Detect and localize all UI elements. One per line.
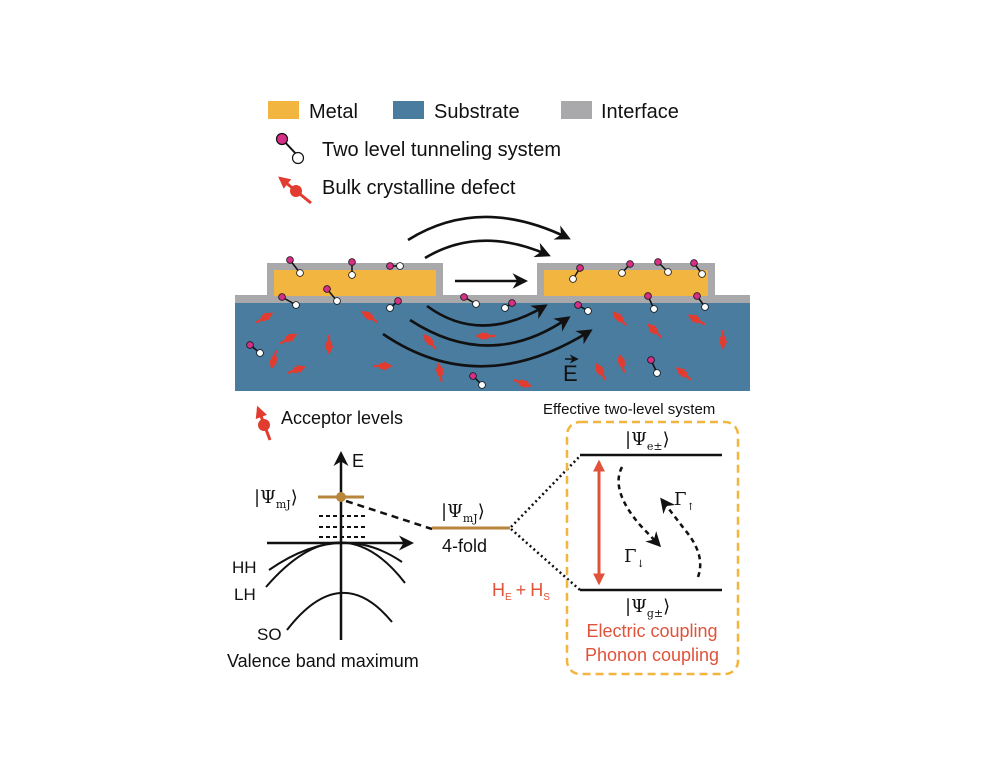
- field-line: [407, 215, 571, 242]
- hamiltonian-label: HE+HS: [492, 580, 550, 603]
- 4fold-state-label: |ΨmJ⟩: [441, 501, 485, 525]
- tls-defect: [386, 297, 402, 312]
- field-line: [424, 239, 551, 260]
- ground-state-label: |Ψg±⟩: [625, 596, 670, 620]
- tls-defect: [469, 372, 486, 389]
- tls-defect: [644, 292, 658, 313]
- bulk-defect: [361, 310, 379, 324]
- rate-up-label: Γ↑: [674, 489, 695, 513]
- tls-defect: [460, 293, 480, 308]
- bulk-defects: [255, 310, 728, 388]
- splitting-lines: [510, 455, 581, 591]
- device-cross-section: [235, 263, 750, 391]
- degenerate-level: |ΨmJ⟩ 4-fold: [432, 455, 581, 591]
- acceptor-levels-label: Acceptor levels: [281, 408, 403, 428]
- bulk-defect: [513, 378, 533, 388]
- bulk-defect: [324, 335, 334, 355]
- bulk-defect: [647, 323, 663, 339]
- legend-metal: Metal: [309, 101, 358, 123]
- tls-defect: [654, 258, 672, 276]
- defect-icon: [278, 176, 312, 205]
- bulk-defect: [255, 312, 274, 324]
- tls-box-title: Effective two-level system: [543, 401, 715, 418]
- bulk-defect: [287, 365, 307, 375]
- metal-swatch: [268, 101, 299, 119]
- tls-defect: [690, 259, 706, 278]
- bulk-defect: [595, 362, 607, 381]
- bulk-defect: [617, 353, 626, 373]
- tls-defect: [693, 292, 709, 311]
- bulk-defect: [718, 330, 728, 350]
- lh-band: [265, 541, 406, 588]
- tls-defect: [647, 356, 661, 377]
- acceptor-icon: [255, 405, 272, 441]
- phonon-coupling-label: Phonon coupling: [585, 645, 719, 665]
- tls-defect: [246, 341, 264, 357]
- two-level-system: Effective two-level system |Ψe±⟩ |Ψg±⟩ Γ…: [543, 401, 740, 676]
- tls-defect: [569, 264, 584, 283]
- tls-defects: [246, 256, 709, 389]
- band-label-hh: HH: [232, 558, 257, 577]
- tls-defect: [574, 301, 592, 315]
- excitation-arrow: [660, 497, 702, 578]
- tls-defect: [501, 299, 516, 312]
- band-diagram: E HH LH SO Valence band maximum |ΨmJ⟩: [227, 451, 433, 671]
- electric-field-lines: [382, 215, 593, 368]
- bulk-defect: [423, 333, 437, 350]
- electric-coupling-label: Electric coupling: [586, 621, 717, 641]
- acceptor-legend: Acceptor levels: [255, 405, 403, 441]
- legend: Metal Substrate Interface Two level tunn…: [268, 101, 679, 205]
- legend-tls: Two level tunneling system: [322, 139, 561, 161]
- legend-defect: Bulk crystalline defect: [322, 177, 516, 199]
- bulk-defect: [269, 350, 278, 370]
- interface-layer: [235, 295, 750, 303]
- tls-defect: [286, 256, 304, 277]
- acceptor-state-label: |ΨmJ⟩: [254, 487, 298, 511]
- so-band: [286, 591, 393, 631]
- tls-defect: [278, 293, 300, 309]
- field-line: [409, 316, 571, 347]
- band-diagram-caption: Valence band maximum: [227, 651, 419, 671]
- band-label-so: SO: [257, 625, 282, 644]
- tls-defect: [618, 260, 634, 277]
- degeneracy-label: 4-fold: [442, 536, 487, 556]
- bulk-defect: [687, 314, 706, 326]
- acceptor-dot: [336, 492, 346, 502]
- tls-icon: [275, 132, 305, 165]
- legend-interface: Interface: [601, 101, 679, 123]
- legend-substrate: Substrate: [434, 101, 520, 123]
- tls-box: [565, 420, 740, 676]
- tls-defect: [386, 262, 404, 270]
- tls-defect: [323, 285, 341, 305]
- substrate-swatch: [393, 101, 424, 119]
- bulk-defect: [675, 367, 692, 381]
- relaxation-arrow: [617, 466, 662, 548]
- continuum-levels: [319, 515, 365, 538]
- energy-axis-label: E: [352, 451, 364, 471]
- band-curves: [265, 541, 406, 631]
- bulk-defect: [373, 361, 393, 371]
- bulk-defect: [612, 311, 628, 327]
- projection-line: [345, 499, 433, 531]
- field-line: [382, 329, 593, 368]
- hh-band: [268, 541, 403, 571]
- band-label-lh: LH: [234, 585, 256, 604]
- field-label-e: E: [563, 361, 578, 386]
- right-electrode-metal: [544, 270, 708, 296]
- bulk-defect: [279, 333, 298, 345]
- rate-down-label: Γ↓: [624, 546, 645, 570]
- field-line: [426, 304, 548, 327]
- bulk-defect: [475, 331, 495, 341]
- interface-swatch: [561, 101, 592, 119]
- excited-state-label: |Ψe±⟩: [625, 429, 670, 453]
- tls-defect: [348, 258, 356, 279]
- field-label: E: [563, 354, 579, 386]
- bulk-defect: [435, 362, 444, 383]
